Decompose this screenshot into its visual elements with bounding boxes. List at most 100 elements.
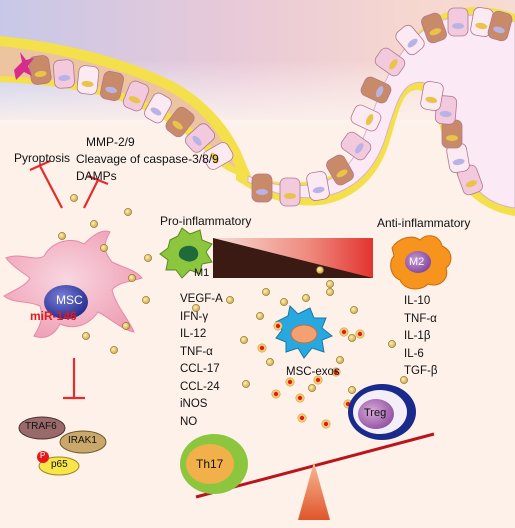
p65-node [38, 456, 80, 476]
vesicle [122, 322, 130, 330]
epithelial-cell [340, 131, 372, 161]
epithelial-cell [350, 104, 382, 132]
vesicle [124, 208, 132, 216]
vesicle [280, 298, 288, 306]
marker-item: CCL-24 [180, 380, 220, 393]
m2-nucleus [405, 251, 431, 273]
vesicle [400, 376, 408, 384]
marker-item: iNOS [180, 398, 208, 410]
marker-item: IL-12 [180, 328, 207, 340]
exosome-core [341, 329, 347, 335]
vesicle [90, 220, 98, 228]
epithelial-cell [28, 55, 52, 85]
damps-label: DAMPs [76, 169, 117, 183]
exosome-core [273, 391, 279, 397]
vesicle [58, 232, 66, 240]
exosome-core [315, 377, 321, 383]
exosome-core [323, 421, 329, 427]
msc-label: MSC [56, 293, 83, 307]
vesicle [128, 274, 136, 282]
traf6-label: TRAF6 [25, 421, 57, 432]
inhibition-arrows-top [29, 159, 109, 209]
marker-item: CCL-17 [180, 363, 220, 375]
signaling-complex [18, 416, 107, 476]
epithelial-cell [122, 80, 150, 112]
vesicle [82, 332, 90, 340]
exosome-core [357, 331, 363, 337]
marker-item: IL-6 [404, 347, 424, 360]
caspase-label: Cleavage of caspase-3/8/9 [76, 152, 219, 166]
marker-item: TGF-β [404, 365, 438, 377]
vesicle [326, 288, 334, 296]
vesicle [70, 194, 78, 202]
marker-item: VEGF-A [180, 293, 223, 305]
vesicle [226, 296, 234, 304]
marker-item: IL-1β [404, 330, 431, 342]
vesicle [242, 380, 250, 388]
epithelial-cell [446, 143, 470, 173]
exosome-core [275, 323, 281, 329]
msc-nucleus [44, 285, 88, 319]
epithelial-cell [420, 81, 444, 111]
marker-item: TNF-α [180, 345, 213, 358]
epithelial-cell [360, 76, 392, 104]
irak1-node [59, 430, 107, 454]
traf6-node [18, 416, 66, 440]
msc-exosomes [257, 321, 365, 429]
exosome-core [287, 379, 293, 385]
marker-item: NO [180, 415, 198, 428]
exosome-core [333, 369, 339, 375]
phospho-marker [37, 451, 49, 463]
th17-label: Th17 [196, 457, 224, 471]
treg-label: Treg [364, 407, 387, 419]
exosome-core [297, 395, 303, 401]
vesicle [336, 356, 344, 364]
vesicle [142, 296, 150, 304]
epithelial-cell [306, 171, 330, 201]
vesicle [144, 254, 152, 262]
anti-inflammatory-header: Anti-inflammatory [377, 216, 471, 230]
phospho-label: P [40, 451, 46, 460]
epithelial-cell [144, 92, 172, 124]
treg-cell [348, 384, 416, 440]
vesicle [316, 266, 324, 274]
pyroptosis-label: Pyroptosis [14, 151, 71, 165]
epithelial-cell [447, 7, 469, 37]
polarization-bar [213, 238, 373, 278]
vesicle [302, 294, 310, 302]
epithelial-cell [470, 7, 494, 37]
msc-exos-label: MSC-exos [286, 366, 340, 378]
epithelial-cell [421, 12, 447, 44]
pro-inflammatory-header: Pro-inflammatory [160, 214, 252, 228]
epithelial-cell [53, 59, 75, 89]
vesicle [110, 346, 118, 354]
vesicle [266, 358, 274, 366]
vesicle [240, 336, 248, 344]
p65-label: p65 [51, 459, 68, 470]
msc-cell [3, 230, 143, 338]
epithelial-cell [165, 106, 195, 138]
vesicle [350, 306, 358, 314]
epithelial-cell [251, 173, 273, 203]
irak1-label: IRAK1 [68, 435, 97, 446]
mirna-label: miR-146 [30, 309, 77, 323]
dendritic-nucleus [290, 324, 318, 344]
epithelial-cell [374, 47, 406, 77]
vesicle [348, 334, 356, 342]
vesicle [326, 280, 334, 288]
seesaw-pivot [298, 462, 330, 520]
epithelial-cell [326, 154, 354, 186]
epithelial-cell [202, 142, 234, 170]
epithelial-cell [395, 24, 425, 56]
vesicle [256, 312, 264, 320]
m1-label: M1 [194, 267, 210, 279]
inhibition-arrow-signaling [63, 358, 85, 400]
marker-item: IL-10 [404, 295, 431, 307]
th17-cell [180, 434, 248, 494]
epithelial-cells [28, 7, 513, 207]
epithelial-cell [76, 65, 100, 95]
vesicle [192, 304, 200, 312]
epithelial-cell [100, 70, 124, 102]
